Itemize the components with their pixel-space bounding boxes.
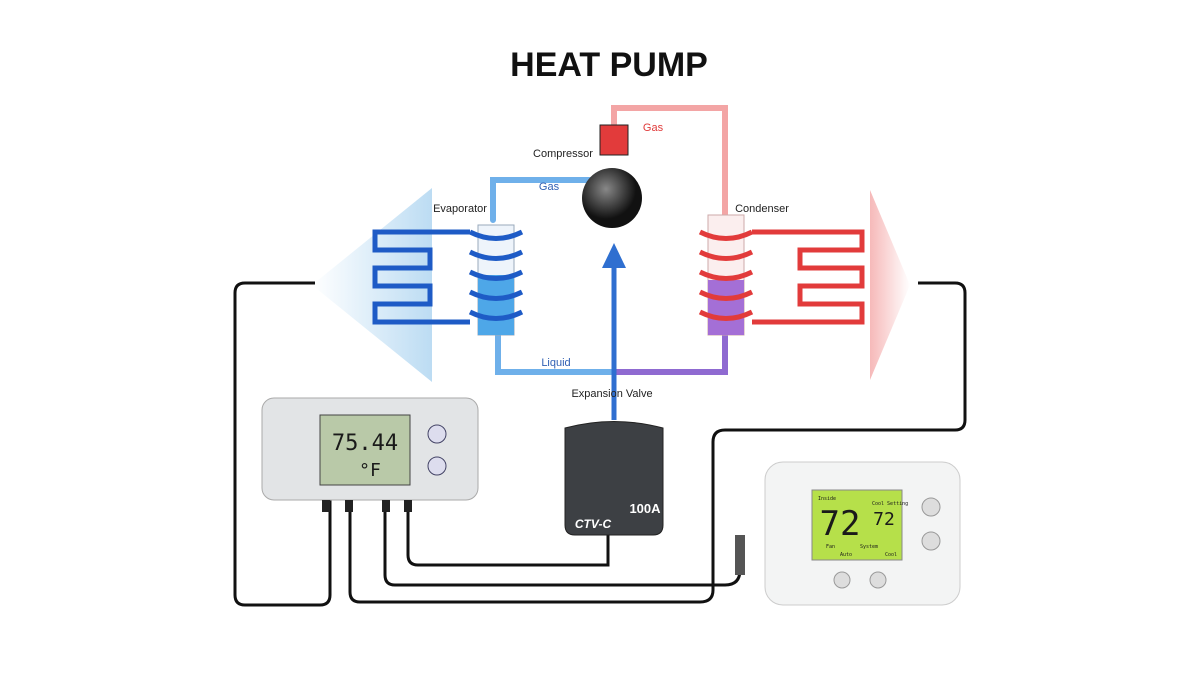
condenser-label: Condenser: [735, 203, 789, 215]
liquid-label: Liquid: [541, 357, 570, 369]
liquid-line-hot: [609, 332, 728, 375]
logger-lcd: [319, 414, 411, 486]
sensor-cables: [233, 281, 967, 607]
current-sensor: 100A CTV-C: [564, 421, 664, 536]
evaporator-label: Evaporator: [433, 203, 487, 215]
logger-unit: °F: [359, 460, 381, 481]
gas-high-label: Gas: [643, 122, 664, 134]
compressor-piston: [599, 124, 629, 156]
fan-value: Auto: [840, 552, 852, 558]
logger-button-up[interactable]: [427, 424, 447, 444]
inside-temp: 72: [820, 504, 861, 544]
condenser-coil: [698, 229, 865, 325]
evaporator-liquid: [478, 275, 514, 335]
current-rating: 100A: [629, 501, 661, 516]
thermostat-lcd: [811, 489, 903, 561]
page-title: HEAT PUMP: [510, 46, 708, 84]
temperature-probe: [735, 535, 745, 575]
thermostat-up-button[interactable]: [921, 497, 941, 517]
flow-arrow-icon: [602, 243, 626, 268]
hot-air-outlet: [870, 190, 910, 380]
current-model: CTV-C: [575, 517, 612, 531]
expansion-valve-label: Expansion Valve: [571, 388, 652, 400]
compressor-body: [582, 168, 642, 228]
logger-reading: 75.44: [332, 431, 398, 456]
thermostat: Inside 72 Cool Setting 72 Fan Auto Syste…: [764, 461, 961, 606]
compressor-label: Compressor: [533, 148, 593, 160]
condenser-liquid: [708, 280, 744, 335]
thermostat-down-button[interactable]: [921, 531, 941, 551]
system-label: System: [860, 544, 878, 550]
data-logger: 75.44 °F: [261, 397, 479, 512]
system-value: Cool: [885, 552, 897, 558]
fan-label: Fan: [826, 544, 835, 550]
liquid-line-cold: [495, 332, 615, 375]
inside-label: Inside: [818, 496, 836, 502]
thermostat-system-button[interactable]: [869, 571, 887, 589]
low-pressure-gas-line: [490, 177, 593, 223]
cold-air-outlet: [312, 188, 432, 382]
setting-temp: 72: [873, 509, 895, 530]
high-pressure-gas-line: [611, 105, 728, 218]
setting-label: Cool Setting: [872, 501, 908, 507]
gas-low-label: Gas: [539, 181, 560, 193]
thermostat-fan-button[interactable]: [833, 571, 851, 589]
logger-button-down[interactable]: [427, 456, 447, 476]
evaporator-coil: [372, 229, 524, 325]
